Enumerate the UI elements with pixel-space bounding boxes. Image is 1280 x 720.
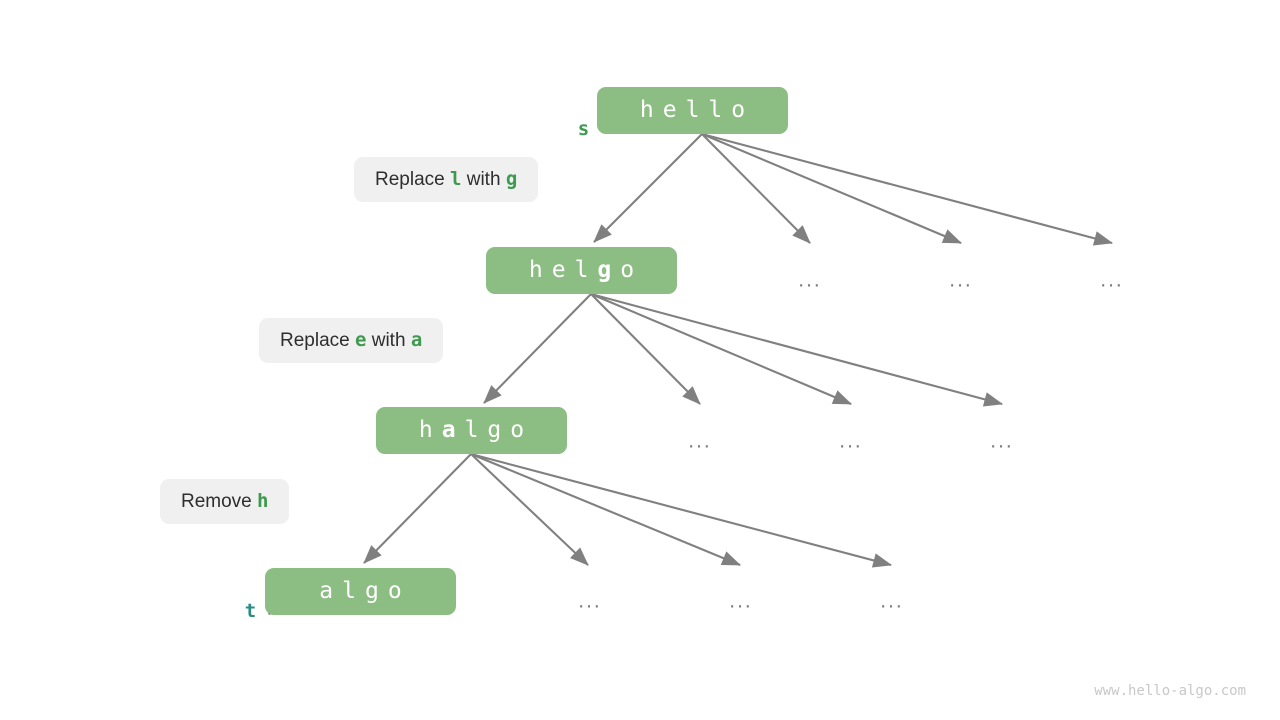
target-variable-name: t [244,600,257,622]
op-middle-0: with [466,169,501,190]
string-box-algo-text: algo [319,578,411,604]
ellipsis-marker-2-2: ... [729,589,753,613]
edge-to-dots-2-3 [470,452,893,568]
edge-to-dots-1-2 [590,293,852,405]
edge-to-halgo [483,293,592,404]
source-variable-name: s [577,118,590,140]
ellipsis-marker-2-1: ... [578,589,602,613]
highlighted-char: a [441,417,465,443]
edges-level-0 [593,132,1114,246]
ellipsis-marker-1-1: ... [688,429,712,453]
highlighted-char: g [597,257,621,283]
ellipsis-marker-2-3: ... [880,589,904,613]
op-from-char-0: l [450,168,462,190]
edge-to-dots-0-2 [701,133,962,244]
ellipsis-marker-0-3: ... [1100,268,1124,292]
op-prefix-0: Replace [375,169,445,190]
edge-to-dots-2-2 [470,453,741,566]
string-box-hello[interactable]: hello [597,87,788,134]
op-middle-1: with [371,330,406,351]
edge-to-dots-1-3 [590,292,1004,407]
operation-chip-replace-e-with-a-text: Replace e with a [280,329,423,351]
string-box-algo[interactable]: algo [265,568,456,615]
string-box-hello-text: hello [639,97,755,123]
operation-chip-remove-h[interactable]: Remove h [160,479,290,524]
ellipsis-marker-1-2: ... [839,429,863,453]
string-box-halgo-text: halgo [418,417,534,443]
edge-to-dots-1-1 [590,293,701,405]
ellipsis-marker-0-2: ... [949,268,973,292]
string-box-helgo-text: helgo [528,257,644,283]
edges-level-2 [363,452,893,568]
ellipsis-marker-1-3: ... [990,429,1014,453]
op-from-char-2: h [257,490,269,512]
op-to-char-0: g [505,168,518,190]
ellipsis-marker-0-1: ... [798,268,822,292]
string-box-halgo[interactable]: halgo [376,407,567,454]
edge-to-algo [363,453,472,564]
op-prefix-1: Replace [280,330,350,351]
string-box-helgo[interactable]: helgo [486,247,677,294]
edge-to-dots-0-1 [701,133,811,244]
op-prefix-2: Remove [181,491,252,512]
edges-level-1 [483,292,1004,407]
operation-chip-replace-e-with-a[interactable]: Replace e with a [259,318,444,363]
operation-chip-replace-l-with-g-text: Replace l with g [375,168,518,190]
edge-to-dots-0-3 [701,132,1114,246]
site-watermark: www.hello-algo.com [1094,683,1246,699]
operation-chip-remove-h-text: Remove h [181,490,269,512]
op-from-char-1: e [355,329,367,351]
operation-chip-replace-l-with-g[interactable]: Replace l with g [354,157,539,202]
edge-to-dots-2-1 [470,453,589,566]
op-to-char-1: a [410,329,423,351]
